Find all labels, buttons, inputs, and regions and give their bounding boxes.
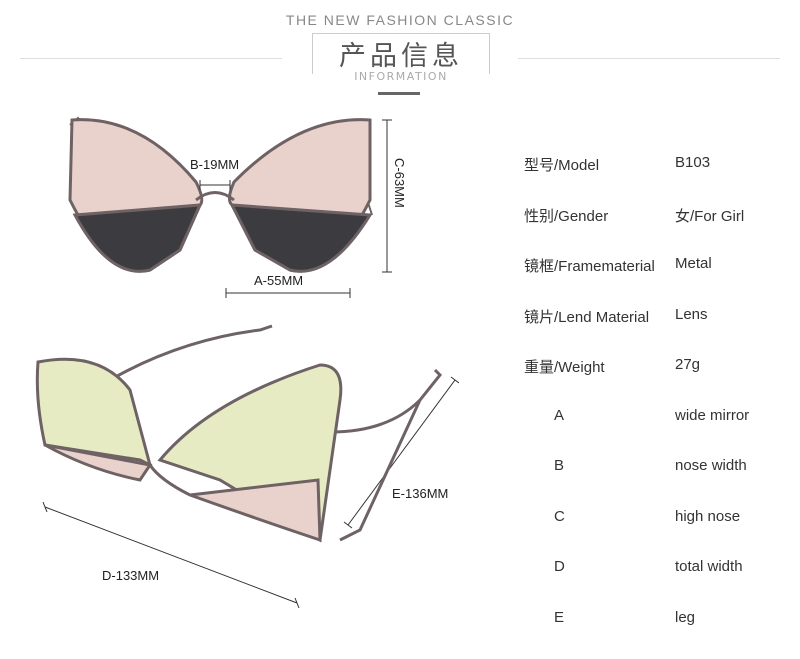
dimension-b-label: B-19MM bbox=[190, 157, 239, 172]
spec-label-weight: 重量/Weight bbox=[524, 359, 605, 376]
spec-value-weight: 27g bbox=[675, 356, 701, 373]
dimension-a-label: A-55MM bbox=[254, 273, 303, 288]
spec-label-d: D bbox=[554, 558, 565, 575]
spec-value-e: leg bbox=[675, 609, 696, 626]
spec-value-c: high nose bbox=[675, 508, 741, 525]
divider-left bbox=[20, 58, 282, 59]
spec-value-lens-material: Lens bbox=[675, 306, 708, 323]
tagline: THE NEW FASHION CLASSIC bbox=[285, 12, 515, 28]
spec-label-lens-material: 镜片/Lend Material bbox=[524, 309, 650, 326]
spec-label-c: C bbox=[554, 508, 565, 525]
spec-value-b: nose width bbox=[675, 457, 747, 474]
dimension-e-label: E-136MM bbox=[392, 486, 448, 501]
spec-value-gender: 女/For Girl bbox=[675, 208, 745, 225]
title-frame bbox=[312, 33, 490, 74]
spec-value-d: total width bbox=[675, 558, 743, 575]
page-subtitle: INFORMATION bbox=[354, 70, 448, 83]
title-underline bbox=[378, 92, 420, 95]
spec-label-gender: 性别/Gender bbox=[524, 208, 609, 225]
front-view-glasses bbox=[68, 116, 373, 273]
spec-value-frame-material: Metal bbox=[675, 255, 712, 272]
spec-label-a: A bbox=[554, 407, 565, 424]
spec-label-e: E bbox=[554, 609, 565, 626]
dimension-lines bbox=[42, 119, 460, 609]
dimension-d-label: D-133MM bbox=[102, 568, 159, 583]
perspective-view-glasses bbox=[35, 324, 443, 543]
spec-label-model: 型号/Model bbox=[524, 157, 600, 174]
spec-value-model: B103 bbox=[675, 154, 711, 171]
product-diagram: B-19MM A-55MM C-63MM D-133MM E-136MM bbox=[35, 116, 460, 609]
spec-label-frame-material: 镜框/Framematerial bbox=[524, 258, 655, 275]
divider-right bbox=[518, 58, 780, 59]
spec-value-a: wide mirror bbox=[675, 407, 750, 424]
spec-label-b: B bbox=[554, 457, 565, 474]
page-title: 产品信息 bbox=[339, 41, 463, 72]
dimension-c-label: C-63MM bbox=[392, 158, 407, 208]
